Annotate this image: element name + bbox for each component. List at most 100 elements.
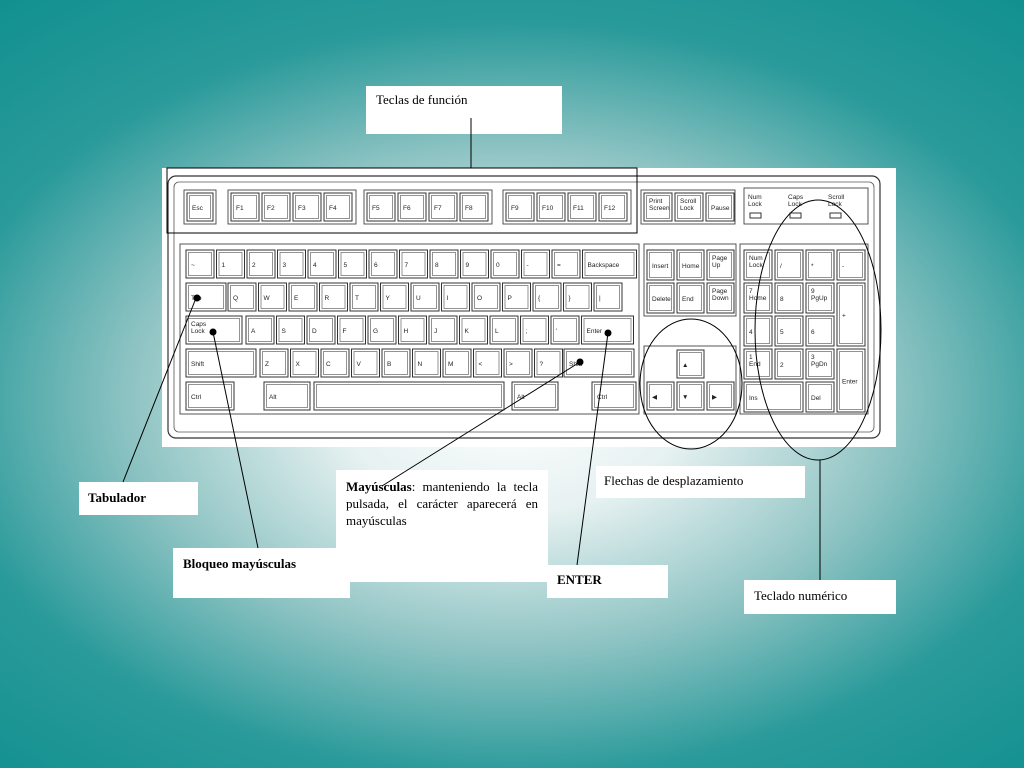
key-f9: F9	[505, 192, 535, 222]
svg-text:G: G	[373, 328, 378, 335]
svg-text:Page: Page	[712, 255, 728, 262]
key-np-0: Ins	[743, 381, 804, 413]
svg-text:<: <	[479, 361, 483, 368]
key-num-6: 6	[368, 249, 398, 279]
svg-text:Tab: Tab	[191, 295, 202, 302]
svg-text:Lock: Lock	[748, 201, 762, 208]
key-caps-row-8: K	[459, 315, 488, 345]
svg-text:Pause: Pause	[711, 205, 730, 212]
svg-text:Lock: Lock	[749, 262, 763, 269]
key-f8: F8	[459, 192, 489, 222]
key-num-10: 0	[490, 249, 520, 279]
svg-text:◀: ◀	[652, 394, 657, 401]
svg-text:8: 8	[435, 262, 439, 269]
key-np-5: 5	[774, 315, 804, 347]
svg-text:Backspace: Backspace	[588, 262, 620, 269]
svg-text:End: End	[749, 361, 761, 368]
svg-text:Esc: Esc	[192, 205, 204, 212]
svg-text:Delete: Delete	[652, 296, 671, 303]
key-num-11: -	[521, 249, 550, 279]
svg-text:3: 3	[283, 262, 287, 269]
svg-text:R: R	[325, 295, 330, 302]
key-alt-right: Alt	[511, 381, 559, 411]
key-f3: F3	[292, 192, 322, 222]
key-shift-row-5: B	[381, 348, 411, 378]
key-shift-row-10: ?	[534, 348, 563, 378]
key-np-del: Del	[805, 381, 835, 413]
svg-text:V: V	[357, 361, 362, 368]
svg-text:Home: Home	[749, 295, 767, 302]
svg-text:Lock: Lock	[828, 201, 842, 208]
system-keys-group	[640, 189, 736, 225]
key-num-7: 7	[399, 249, 428, 279]
svg-text:C: C	[326, 361, 331, 368]
svg-text:U: U	[416, 295, 421, 302]
label-function-keys: Teclas de función	[366, 86, 562, 134]
svg-text:{: {	[538, 295, 541, 302]
nav-group	[643, 243, 737, 317]
svg-text:Enter: Enter	[587, 328, 603, 335]
svg-text:4: 4	[749, 329, 753, 336]
svg-text:9: 9	[466, 262, 470, 269]
label-arrows: Flechas de desplazamiento	[596, 466, 805, 498]
svg-text:Scroll: Scroll	[680, 198, 697, 205]
svg-text:Caps: Caps	[788, 194, 804, 201]
key-shift-row-9: >	[503, 348, 533, 378]
svg-text:Ins: Ins	[749, 395, 758, 402]
key-caps-row-6: H	[398, 315, 427, 345]
svg-text:1: 1	[749, 354, 753, 361]
svg-text:F1: F1	[236, 205, 244, 212]
svg-text:Q: Q	[233, 295, 238, 302]
key-tab-row-9: O	[471, 282, 501, 312]
svg-text:=: =	[557, 262, 561, 269]
svg-text:;: ;	[526, 328, 528, 335]
key-esc: Esc	[186, 192, 214, 222]
key-caps-row-9: L	[489, 315, 519, 345]
svg-text:}: }	[569, 295, 572, 302]
svg-text:M: M	[448, 361, 453, 368]
label-tab: Tabulador	[79, 482, 198, 515]
svg-text:Scroll: Scroll	[828, 194, 845, 201]
svg-text:N: N	[418, 361, 423, 368]
key-caps-row-1: A	[245, 315, 275, 345]
key-caps-row-4: F	[337, 315, 366, 345]
key-num-1: 1	[216, 249, 245, 279]
key-f1: F1	[230, 192, 260, 222]
key-caps-row-7: J	[428, 315, 458, 345]
key-np-enter: Enter	[836, 348, 866, 413]
key-num-8: 8	[429, 249, 459, 279]
key-tab-row-4: R	[319, 282, 348, 312]
svg-text:Print: Print	[649, 198, 663, 205]
key-np-2: 2	[774, 348, 804, 380]
key-num-5: 5	[338, 249, 367, 279]
svg-text:L: L	[495, 328, 499, 335]
key-shift-row-3: C	[320, 348, 350, 378]
key-space	[313, 381, 505, 411]
svg-text:?: ?	[540, 361, 544, 368]
svg-text:': '	[556, 328, 557, 335]
key-num-12: =	[551, 249, 581, 279]
svg-text:Num: Num	[748, 194, 762, 201]
key-f4: F4	[323, 192, 353, 222]
svg-text:F2: F2	[267, 205, 275, 212]
key-np-6: 6	[805, 315, 835, 347]
svg-text:Lock: Lock	[680, 205, 694, 212]
svg-text:▶: ▶	[712, 394, 717, 401]
svg-text:+: +	[842, 313, 846, 320]
key-f11: F11	[567, 192, 597, 222]
key-arrow-down: ▼	[676, 381, 705, 411]
key-num-2: 2	[246, 249, 276, 279]
svg-text:-: -	[842, 263, 844, 270]
key-shift-row-4: V	[351, 348, 380, 378]
key-np-plus: +	[836, 282, 866, 347]
key-tab: Tab	[185, 282, 227, 312]
svg-text:Lock: Lock	[191, 328, 205, 335]
svg-text:1: 1	[222, 262, 226, 269]
